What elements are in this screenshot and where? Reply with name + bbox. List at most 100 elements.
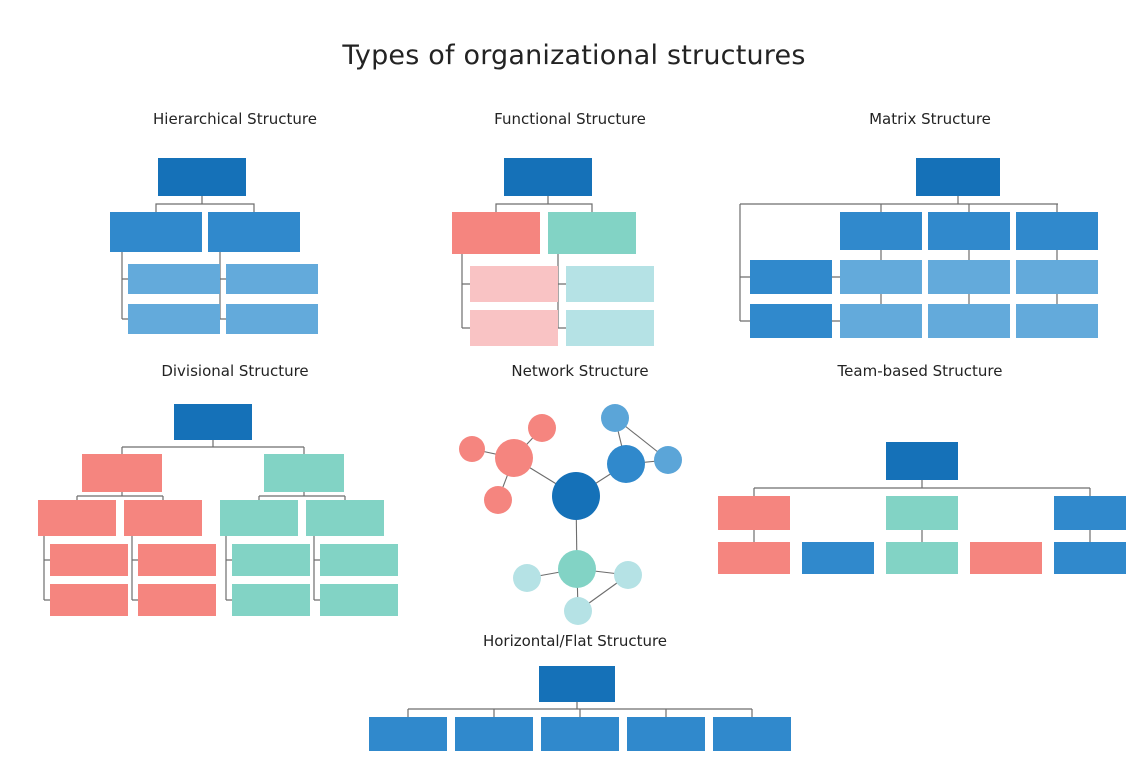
connector-divisional-3 — [43, 536, 50, 601]
node-matrix-row-head-2[interactable] — [750, 304, 832, 338]
node-matrix-cell-1-1[interactable] — [840, 260, 922, 294]
node-divisional-leaf-1-1-2[interactable] — [50, 584, 128, 616]
network-node-hub-blue[interactable] — [607, 445, 645, 483]
node-divisional-leaf-1-2-1[interactable] — [138, 544, 216, 576]
panel-title-horizontal-flat: Horizontal/Flat Structure — [482, 632, 668, 650]
node-matrix-root[interactable] — [916, 158, 1000, 196]
node-divisional-leaf-1-2-2[interactable] — [138, 584, 216, 616]
node-matrix-col-head-3[interactable] — [1016, 212, 1098, 250]
network-node-leaf-teal-left[interactable] — [513, 564, 541, 592]
node-horizontal-flat-peer-4[interactable] — [627, 717, 705, 751]
connector-horizontal-flat-0 — [407, 702, 753, 717]
node-matrix-cell-1-3[interactable] — [1016, 260, 1098, 294]
connector-divisional-5 — [225, 536, 232, 601]
node-matrix-col-head-2[interactable] — [928, 212, 1010, 250]
node-functional-leaf-2-2[interactable] — [566, 310, 654, 346]
connector-hierarchical-1 — [121, 252, 128, 320]
network-node-leaf-teal-right[interactable] — [614, 561, 642, 589]
node-divisional-root[interactable] — [174, 404, 252, 440]
network-node-hub-teal[interactable] — [558, 550, 596, 588]
node-functional-division-1[interactable] — [452, 212, 540, 254]
node-hierarchical-branch-2[interactable] — [208, 212, 300, 252]
node-team-based-team-2[interactable] — [886, 496, 958, 530]
node-divisional-leaf-2-2-2[interactable] — [320, 584, 398, 616]
node-horizontal-flat-root[interactable] — [539, 666, 615, 702]
panel-title-hierarchical: Hierarchical Structure — [153, 110, 317, 128]
node-functional-division-2[interactable] — [548, 212, 636, 254]
node-team-based-team-3[interactable] — [1054, 496, 1126, 530]
node-divisional-unit-2-1[interactable] — [220, 500, 298, 536]
node-divisional-unit-1-2[interactable] — [124, 500, 202, 536]
panel-title-divisional: Divisional Structure — [161, 362, 309, 380]
node-horizontal-flat-peer-2[interactable] — [455, 717, 533, 751]
connector-hierarchical-0 — [155, 196, 255, 212]
panel-canvas-horizontal-flat — [369, 666, 791, 751]
network-node-leaf-blue-top[interactable] — [601, 404, 629, 432]
network-node-leaf-blue-right[interactable] — [654, 446, 682, 474]
network-node-leaf-red-left[interactable] — [459, 436, 485, 462]
network-node-hub-red[interactable] — [495, 439, 533, 477]
node-horizontal-flat-peer-3[interactable] — [541, 717, 619, 751]
node-horizontal-flat-peer-5[interactable] — [713, 717, 791, 751]
panel-canvas-network — [459, 404, 682, 625]
panel-divisional: Divisional Structure — [30, 362, 440, 617]
node-hierarchical-branch-1[interactable] — [110, 212, 202, 252]
connector-divisional-2 — [258, 492, 346, 500]
node-horizontal-flat-peer-1[interactable] — [369, 717, 447, 751]
panel-canvas-divisional — [38, 404, 398, 616]
node-matrix-row-head-1[interactable] — [750, 260, 832, 294]
node-divisional-leaf-1-1-1[interactable] — [50, 544, 128, 576]
node-functional-leaf-1-1[interactable] — [470, 266, 558, 302]
node-matrix-cell-2-2[interactable] — [928, 304, 1010, 338]
connector-divisional-0 — [121, 440, 305, 454]
network-node-leaf-red-top[interactable] — [528, 414, 556, 442]
network-node-leaf-teal-bottom[interactable] — [564, 597, 592, 625]
connector-matrix-0 — [740, 196, 1058, 212]
network-node-leaf-red-bottom[interactable] — [484, 486, 512, 514]
connector-team-based-0 — [753, 480, 1091, 496]
node-divisional-unit-1-1[interactable] — [38, 500, 116, 536]
node-matrix-cell-2-3[interactable] — [1016, 304, 1098, 338]
panel-title-matrix: Matrix Structure — [869, 110, 991, 128]
network-node-hub-center[interactable] — [552, 472, 600, 520]
node-matrix-cell-1-2[interactable] — [928, 260, 1010, 294]
node-divisional-leaf-2-1-1[interactable] — [232, 544, 310, 576]
node-team-based-team-1[interactable] — [718, 496, 790, 530]
node-divisional-leaf-2-2-1[interactable] — [320, 544, 398, 576]
panel-title-team-based: Team-based Structure — [837, 362, 1003, 380]
connector-matrix-5 — [832, 276, 840, 322]
panel-network: Network Structure — [440, 362, 720, 625]
connector-divisional-4 — [131, 536, 138, 601]
panel-canvas-functional — [452, 158, 654, 346]
node-team-based-member-1[interactable] — [718, 542, 790, 574]
panel-team-based: Team-based Structure — [710, 362, 1130, 617]
node-team-based-member-2[interactable] — [802, 542, 874, 574]
node-team-based-member-4[interactable] — [970, 542, 1042, 574]
node-functional-root[interactable] — [504, 158, 592, 196]
node-divisional-leaf-2-1-2[interactable] — [232, 584, 310, 616]
node-functional-leaf-2-1[interactable] — [566, 266, 654, 302]
node-team-based-root[interactable] — [886, 442, 958, 480]
node-functional-leaf-1-2[interactable] — [470, 310, 558, 346]
node-team-based-member-3[interactable] — [886, 542, 958, 574]
panel-canvas-matrix — [739, 158, 1098, 338]
connector-divisional-6 — [313, 536, 320, 601]
node-team-based-member-5[interactable] — [1054, 542, 1126, 574]
node-hierarchical-root[interactable] — [158, 158, 246, 196]
node-hierarchical-leaf-1-2[interactable] — [128, 304, 220, 334]
panel-hierarchical: Hierarchical Structure — [60, 110, 410, 340]
node-hierarchical-leaf-2-2[interactable] — [226, 304, 318, 334]
panel-horizontal-flat: Horizontal/Flat Structure — [345, 632, 805, 757]
connector-divisional-1 — [76, 492, 164, 500]
node-hierarchical-leaf-1-1[interactable] — [128, 264, 220, 294]
node-hierarchical-leaf-2-1[interactable] — [226, 264, 318, 294]
panel-matrix: Matrix Structure — [730, 110, 1130, 340]
node-matrix-col-head-1[interactable] — [840, 212, 922, 250]
node-divisional-division-1[interactable] — [82, 454, 162, 492]
node-divisional-division-2[interactable] — [264, 454, 344, 492]
panel-canvas-team-based — [718, 442, 1126, 574]
panel-title-network: Network Structure — [511, 362, 649, 380]
connector-hierarchical-2 — [219, 252, 226, 320]
node-matrix-cell-2-1[interactable] — [840, 304, 922, 338]
node-divisional-unit-2-2[interactable] — [306, 500, 384, 536]
